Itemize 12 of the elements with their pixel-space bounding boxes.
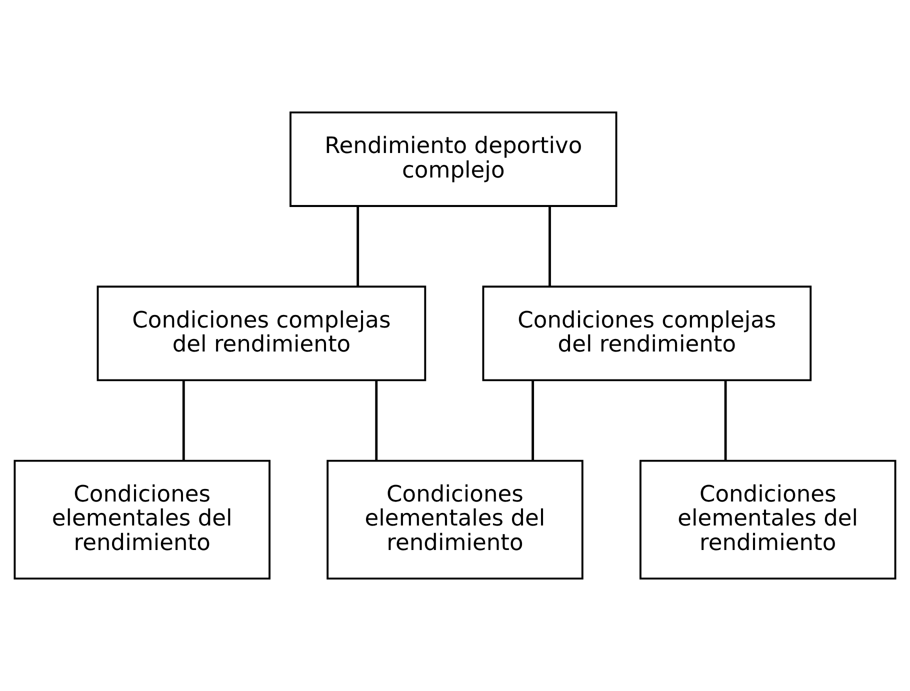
node-box: Condiciones elementales del rendimiento — [640, 460, 896, 580]
connector — [724, 380, 727, 461]
node-box: Condiciones elementales del rendimiento — [14, 460, 270, 580]
node-box: Rendimiento deportivo complejo — [290, 111, 618, 207]
node-box: Condiciones elementales del rendimiento — [326, 460, 584, 580]
connector — [356, 206, 360, 286]
node-box: Condiciones complejas del rendimiento — [96, 286, 426, 382]
node-box: Condiciones complejas del rendimiento — [482, 286, 812, 382]
connector — [375, 380, 378, 461]
connector — [532, 380, 534, 461]
connector — [548, 206, 551, 286]
connector — [182, 380, 185, 461]
